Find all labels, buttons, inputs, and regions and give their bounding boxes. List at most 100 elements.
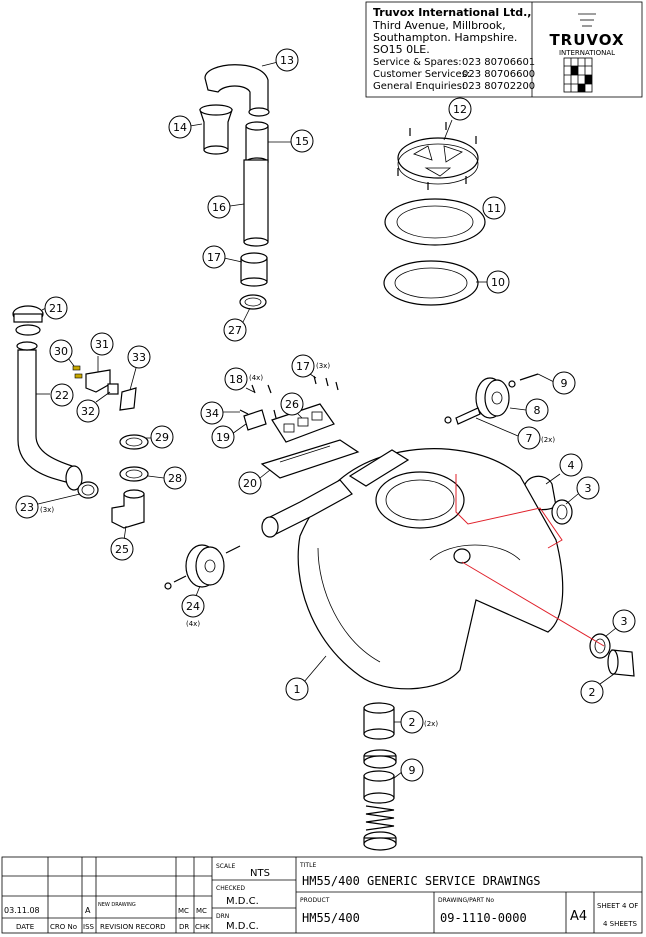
balloon-7-label: 9 (561, 377, 568, 390)
balloon-34-label: 34 (205, 407, 219, 420)
part-9-gasket (384, 198, 486, 246)
part-33-label (119, 387, 137, 411)
balloon-5 (517, 426, 541, 450)
company-address-1: Third Avenue, Millbrook, (372, 19, 506, 32)
part-number-label: DRAWING/PART No (438, 897, 494, 904)
balloon-18-label: 18 (229, 373, 243, 386)
company-address-3: SO15 0LE. (373, 43, 430, 56)
logo-subtitle: INTERNATIONAL (559, 49, 615, 57)
balloon-11-label: 12 (453, 103, 467, 116)
balloon-16 (202, 245, 226, 269)
revision-iss: A (85, 906, 91, 915)
balloon-25-label: 25 (115, 543, 129, 556)
truvox-logo: TRUVOX INTERNATIONAL (549, 13, 624, 93)
balloon-16-label: 17 (207, 251, 221, 264)
balloon-23-qty: (3x) (40, 506, 54, 514)
balloon-25 (110, 537, 134, 561)
phone-number-service: 023 80706601 (462, 57, 535, 68)
balloon-21-label: 21 (49, 302, 63, 315)
part-27-washer (239, 294, 267, 310)
balloon-4-label: 4 (568, 459, 575, 472)
balloon-9 (482, 196, 506, 220)
part-3-washer-bottom (589, 633, 611, 659)
balloon-1-label: 1 (294, 683, 301, 696)
part-34-screw (239, 409, 249, 415)
part-17-screws (313, 375, 339, 391)
balloon-6-label: 8 (534, 404, 541, 417)
balloon-32-label: 32 (81, 405, 95, 418)
balloon-23 (15, 495, 39, 519)
part-8-gasket (383, 260, 479, 306)
company-box-frame (365, 1, 643, 98)
balloon-1 (285, 677, 309, 701)
phone-number-general: 023 80702200 (462, 81, 535, 92)
balloon-20-label: 20 (243, 477, 257, 490)
part-6-wheel (475, 377, 510, 419)
red-line-lower (461, 561, 605, 647)
phone-number-customer: 023 80706600 (462, 69, 535, 80)
part-20-plate (260, 439, 360, 479)
part-18-screws (251, 384, 277, 419)
part-21-cap (12, 305, 44, 336)
balloon-14 (290, 129, 314, 153)
balloon-13-label: 14 (173, 121, 187, 134)
balloon-8 (486, 270, 510, 294)
balloon-2-right-label: 2 (589, 686, 596, 699)
part-23-clamp (77, 481, 99, 499)
balloon-3-top (576, 476, 600, 500)
part-15-tube (243, 159, 269, 247)
balloon-15 (207, 195, 231, 219)
company-info-box: Truvox International Ltd., Third Avenue,… (365, 1, 643, 98)
balloon-14-label: 15 (295, 135, 309, 148)
company-address-2: Southampton. Hampshire. (373, 31, 517, 44)
part-12-elbow (204, 64, 270, 117)
balloon-31-label: 31 (95, 338, 109, 351)
balloon-5-qty: (2x) (541, 436, 555, 444)
title-block: SCALE NTS CHECKED M.D.C. DRN M.D.C. TITL… (1, 856, 643, 934)
balloon-22-label: 22 (55, 389, 69, 402)
part-clamp-lower (363, 831, 397, 851)
balloon-11 (448, 97, 472, 121)
part-2-drain-plug (363, 702, 395, 740)
part-16-collar (240, 252, 268, 287)
balloon-27-label: 27 (228, 324, 242, 337)
logo-grid-icon (563, 13, 596, 93)
part-32-plate (107, 383, 119, 395)
header-dr: DR (179, 923, 189, 931)
part-29-nut (119, 434, 149, 450)
part-13-cuff (199, 104, 233, 155)
part-3-washer-top (551, 499, 573, 525)
sheet-line-1: SHEET 4 OF (597, 902, 638, 910)
balloon-2-bottom-label: 2 (409, 716, 416, 729)
part-14-connector (245, 121, 269, 167)
part-28-washer (119, 466, 149, 482)
balloon-17-label: 17 (296, 360, 310, 373)
balloon-30-label: 30 (54, 345, 68, 358)
sheet-line-2: 4 SHEETS (603, 920, 638, 928)
part-clamp-upper (363, 749, 397, 769)
part-7-bolt (508, 373, 539, 388)
header-revision-record: REVISION RECORD (100, 923, 166, 931)
product-label: PRODUCT (300, 897, 330, 904)
balloon-5-label: 7 (526, 432, 533, 445)
balloon-28-label: 28 (168, 472, 182, 485)
balloon-3-bottom-label: 3 (621, 615, 628, 628)
product-value: HM55/400 (302, 911, 360, 925)
balloon-10 (400, 758, 424, 782)
balloon-19-label: 19 (216, 431, 230, 444)
red-line-upper (455, 474, 563, 549)
scale-value: NTS (250, 868, 270, 879)
balloon-27 (223, 318, 247, 342)
balloon-18 (224, 367, 248, 391)
header-iss: ISS (83, 923, 95, 931)
balloon-3-top-label: 3 (585, 482, 592, 495)
balloon-29 (150, 425, 174, 449)
balloon-17 (291, 354, 315, 378)
balloon-33 (127, 345, 151, 369)
balloon-3-bottom (612, 609, 636, 633)
part-24-wheel (164, 544, 241, 590)
balloon-21 (44, 296, 68, 320)
drn-value: M.D.C. (226, 921, 259, 932)
balloon-26-label: 26 (285, 398, 299, 411)
